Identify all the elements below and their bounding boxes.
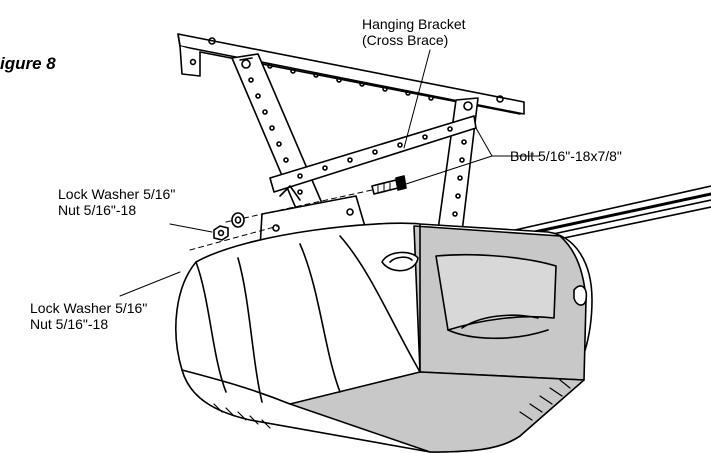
hanging-bracket-label: Hanging Bracket (Cross Brace) (362, 16, 466, 48)
leader-bolt-1 (475, 127, 493, 157)
leader-lines (119, 49, 541, 297)
lock-washer-upper-line1: Lock Washer 5/16" (58, 186, 176, 202)
lock-washer-lower-line2: Nut 5/16"-18 (30, 316, 109, 332)
leader-lock-washer-upper (169, 223, 213, 233)
leader-lock-washer-lower (119, 271, 181, 297)
alignment-line-lower (189, 225, 279, 251)
nut-and-washer (213, 212, 245, 241)
figure-label: igure 8 (0, 54, 56, 73)
lock-washer-lower-line1: Lock Washer 5/16" (30, 300, 148, 316)
lock-washer-lower-label: Lock Washer 5/16" Nut 5/16"-18 (30, 300, 147, 332)
hanging-bracket-line2: (Cross Brace) (362, 32, 449, 48)
opener-body (175, 222, 593, 453)
bolt (371, 175, 407, 195)
bolt-label: Bolt 5/16"-18x7/8" (510, 148, 622, 164)
leader-hanging-bracket (403, 49, 431, 149)
alignment-line-upper (225, 189, 373, 223)
hanging-bracket-line1: Hanging Bracket (362, 16, 466, 32)
lock-washer-upper-line2: Nut 5/16"-18 (58, 202, 137, 218)
leader-bolt-2 (405, 155, 493, 185)
lock-washer-upper-label: Lock Washer 5/16" Nut 5/16"-18 (58, 186, 175, 218)
